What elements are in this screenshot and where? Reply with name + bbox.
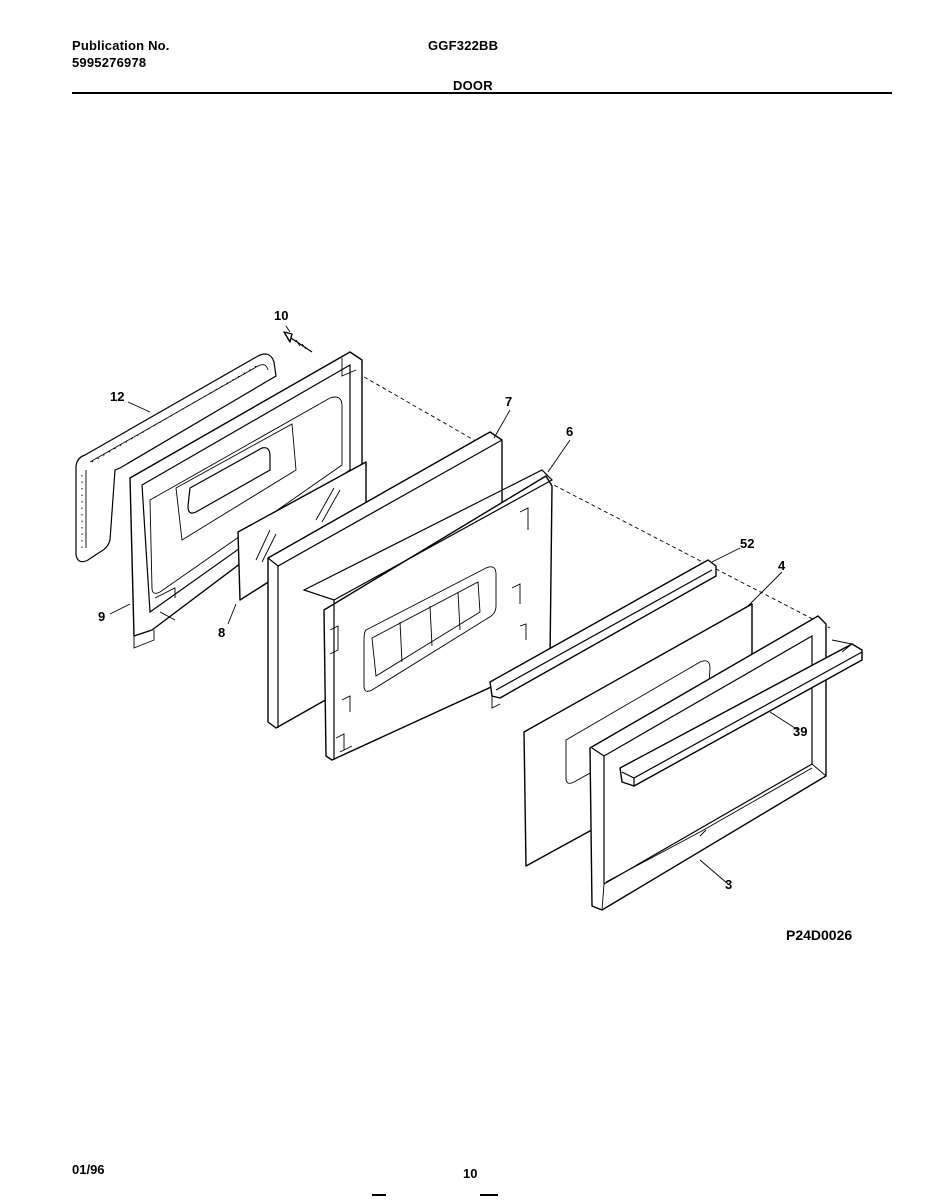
page-number: 10 [463, 1166, 478, 1181]
callout-10: 10 [274, 308, 288, 323]
publication-label: Publication No. [72, 38, 170, 53]
callout-12: 12 [110, 389, 124, 404]
part-39-door-handle [619, 639, 863, 787]
part-52-trim [489, 559, 717, 709]
callout-39: 39 [793, 724, 807, 739]
part-10-screw [283, 331, 313, 353]
callout-6: 6 [566, 424, 573, 439]
callout-7: 7 [505, 394, 512, 409]
footer-date: 01/96 [72, 1162, 105, 1177]
section-title: DOOR [453, 78, 493, 93]
footer-mark [480, 1194, 498, 1196]
callout-52: 52 [740, 536, 754, 551]
callout-9: 9 [98, 609, 105, 624]
header-rule [72, 92, 892, 94]
footer-mark [372, 1194, 386, 1196]
model-number: GGF322BB [428, 38, 499, 53]
part-12-door-gasket [75, 353, 277, 563]
callout-4: 4 [778, 558, 786, 573]
callout-8: 8 [218, 625, 225, 640]
diagram-code: P24D0026 [786, 927, 853, 943]
callout-3: 3 [725, 877, 732, 892]
publication-number: 5995276978 [72, 55, 147, 70]
leader-lines [109, 325, 799, 885]
